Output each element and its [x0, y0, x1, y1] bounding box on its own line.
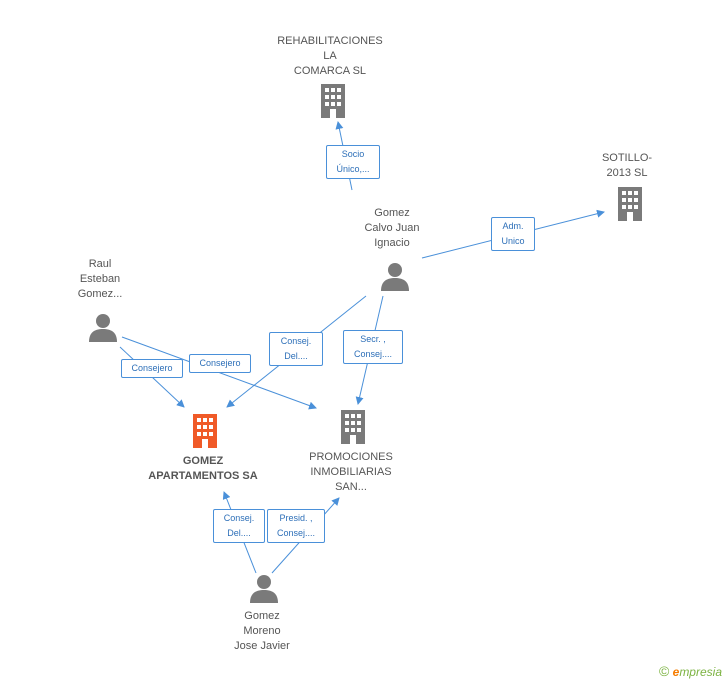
- edge-label-consej-del-top[interactable]: Consej. Del....: [269, 332, 323, 366]
- edge-label-secr[interactable]: Secr. , Consej....: [343, 330, 403, 364]
- edge-label-adm[interactable]: Adm. Unico: [491, 217, 535, 251]
- person-icon-gomez-moreno: [250, 575, 278, 603]
- node-label-raul[interactable]: Raul Esteban Gomez...: [77, 258, 123, 300]
- building-icon-gomez-apart: [193, 414, 217, 448]
- logo-rest: mpresia: [679, 665, 722, 679]
- node-label-gomez-moreno[interactable]: Gomez Moreno Jose Javier: [234, 610, 290, 652]
- edge-label-consej-del-bottom[interactable]: Consej. Del....: [213, 509, 265, 543]
- node-label-gomez-apart[interactable]: GOMEZ APARTAMENTOS SA: [148, 455, 258, 482]
- building-icon-rehab: [321, 84, 345, 118]
- copyright-symbol: ©: [658, 663, 670, 679]
- edge-label-presid[interactable]: Presid. , Consej....: [267, 509, 325, 543]
- edge-label-consejero-right[interactable]: Consejero: [189, 354, 251, 373]
- node-label-gomez-calvo[interactable]: Gomez Calvo Juan Ignacio: [364, 207, 420, 249]
- edge-label-consejero-left[interactable]: Consejero: [121, 359, 183, 378]
- edge-label-socio[interactable]: Socio Único,...: [326, 145, 380, 179]
- node-label-sotillo[interactable]: SOTILLO- 2013 SL: [601, 152, 653, 179]
- empresia-logo: © empresia: [659, 663, 722, 679]
- building-icon-sotillo: [618, 187, 642, 221]
- person-icon-raul: [89, 314, 117, 342]
- node-label-rehab[interactable]: REHABILITACIONES LA COMARCA SL: [277, 35, 383, 77]
- logo-e: e: [672, 665, 680, 679]
- building-icon-promociones: [341, 410, 365, 444]
- person-icon-gomez-calvo: [381, 263, 409, 291]
- node-label-promociones[interactable]: PROMOCIONES INMOBILIARIAS SAN...: [309, 451, 393, 493]
